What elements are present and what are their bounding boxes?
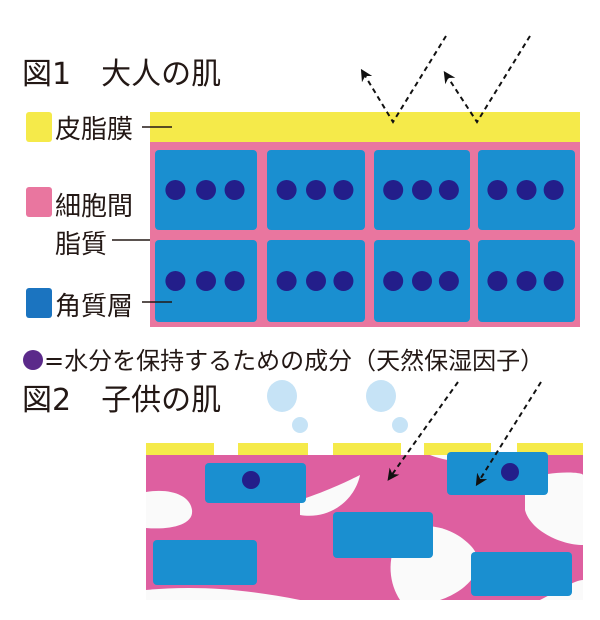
- lipid-gap: [146, 588, 300, 600]
- lipid-gap: [146, 490, 193, 529]
- sebum-segment: [333, 443, 401, 455]
- stratum-corneum-cells-sparse: [153, 452, 572, 596]
- moisture-dot: [412, 271, 432, 291]
- moisture-dot: [306, 180, 326, 200]
- moisture-dot: [196, 180, 216, 200]
- moisture-dot: [276, 271, 297, 291]
- legend-label-corneum: 角質層: [55, 292, 133, 322]
- moisture-dot: [224, 180, 245, 200]
- moisture-dot: [165, 271, 186, 291]
- moisture-dot: [224, 271, 245, 291]
- moisture-dot: [543, 180, 564, 200]
- figure-1: 図1 大人の肌 皮脂膜 細胞間 脂質 角質層 =水分を保持するための成分（天然保…: [22, 35, 580, 375]
- lipid-gap: [300, 475, 360, 516]
- evaporating-water: [267, 380, 408, 433]
- water-bubble: [392, 417, 408, 433]
- moisture-caption: =水分を保持するための成分（天然保湿因子）: [44, 347, 544, 375]
- arrow-reflect-2: [443, 35, 531, 124]
- moisture-dot: [516, 271, 537, 291]
- legend-swatch-sebum: [26, 112, 52, 142]
- moisture-dot: [412, 180, 432, 200]
- moisture-dot: [333, 271, 354, 291]
- moisture-dot: [501, 463, 519, 481]
- sebum-layer-broken: [146, 443, 583, 455]
- legend-label-lipid-2: 脂質: [55, 230, 107, 260]
- moisture-dot: [196, 271, 216, 291]
- moisture-dot: [383, 271, 404, 291]
- moisture-dot: [438, 180, 459, 200]
- sebum-segment: [146, 443, 214, 455]
- water-bubble: [366, 380, 396, 412]
- moisture-dot: [487, 180, 508, 200]
- water-bubble: [267, 380, 297, 412]
- penetration-arrows: [387, 381, 542, 487]
- corneum-cell: [471, 552, 572, 596]
- arrow-penetrate-2: [475, 381, 542, 487]
- corneum-cell: [447, 452, 548, 495]
- moisture-dot: [438, 271, 459, 291]
- moisture-dot: [165, 180, 186, 200]
- reflection-arrows: [360, 35, 531, 124]
- water-bubble: [292, 417, 308, 433]
- moisture-dot: [487, 271, 508, 291]
- arrow-penetrate-1: [387, 381, 459, 481]
- moisture-dot: [543, 271, 564, 291]
- legend-swatch-corneum: [26, 288, 52, 318]
- moisture-dot-legend: [23, 350, 43, 370]
- corneum-cell: [153, 540, 257, 585]
- figure-2: 図2 子供の肌: [22, 380, 583, 600]
- legend-label-sebum: 皮脂膜: [55, 115, 133, 145]
- sebum-segment: [238, 443, 308, 455]
- moisture-dot: [516, 180, 537, 200]
- moisture-dot: [242, 471, 260, 489]
- moisture-dot: [306, 271, 326, 291]
- moisture-dot: [333, 180, 354, 200]
- moisture-dot: [383, 180, 404, 200]
- sebum-layer: [150, 112, 580, 142]
- arrow-reflect-1: [360, 35, 447, 124]
- figure-2-title: 図2 子供の肌: [22, 383, 221, 418]
- stratum-corneum-cells: [155, 150, 575, 322]
- legend-label-lipid-1: 細胞間: [55, 192, 133, 222]
- moisture-dot: [276, 180, 297, 200]
- legend-swatch-lipid: [26, 187, 52, 217]
- figure-1-title: 図1 大人の肌: [22, 57, 221, 92]
- corneum-cell: [333, 512, 433, 558]
